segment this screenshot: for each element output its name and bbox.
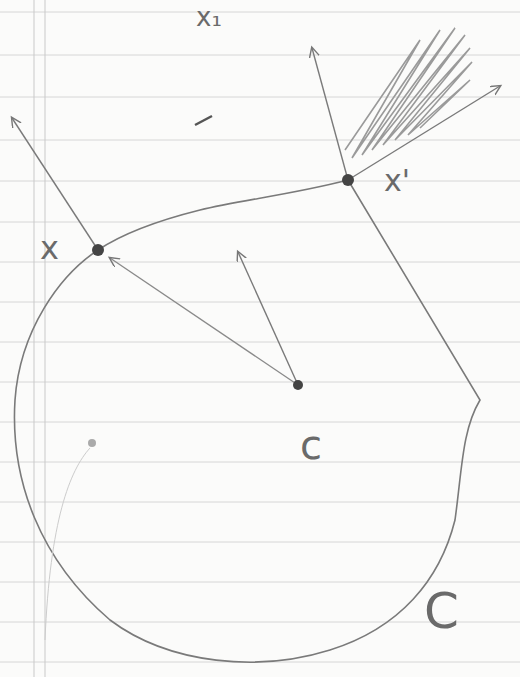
center-label: c (300, 425, 322, 465)
point-dot (342, 174, 354, 186)
margin-lines (34, 0, 45, 677)
point-label: x' (384, 166, 410, 196)
curve-label: C (424, 586, 459, 636)
normal-arrow (312, 48, 348, 180)
vector-arrow (238, 252, 298, 385)
point-dot (92, 244, 104, 256)
normal-arrow (12, 118, 98, 250)
tangent-arrow (348, 86, 500, 180)
center-dot (293, 380, 303, 390)
pencil-mark (88, 439, 96, 447)
region-boundary (14, 180, 480, 662)
shaded-region (345, 28, 472, 158)
point-label: x (40, 232, 59, 264)
pencil-mark (45, 448, 90, 640)
pencil-mark (195, 116, 212, 125)
point-label: x₁ (196, 4, 222, 30)
ruled-lines (0, 12, 520, 662)
